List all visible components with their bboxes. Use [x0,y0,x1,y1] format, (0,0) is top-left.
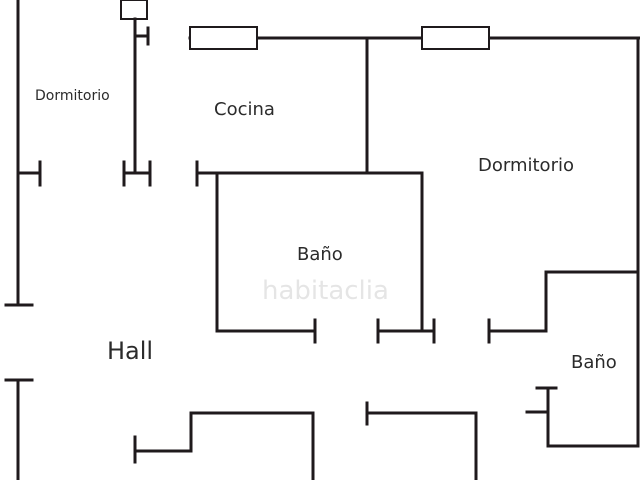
room-label-dormitorio-left: Dormitorio [35,88,110,104]
window-cocina [189,26,258,50]
window-dormitorio [421,26,490,50]
room-label-bano-center: Baño [297,244,343,265]
room-label-bano-right: Baño [571,352,617,373]
room-label-cocina: Cocina [214,99,275,120]
watermark: habitaclia [262,276,389,306]
room-label-dormitorio-right: Dormitorio [478,155,574,176]
window-top-left [120,0,148,20]
room-label-hall: Hall [107,337,154,365]
